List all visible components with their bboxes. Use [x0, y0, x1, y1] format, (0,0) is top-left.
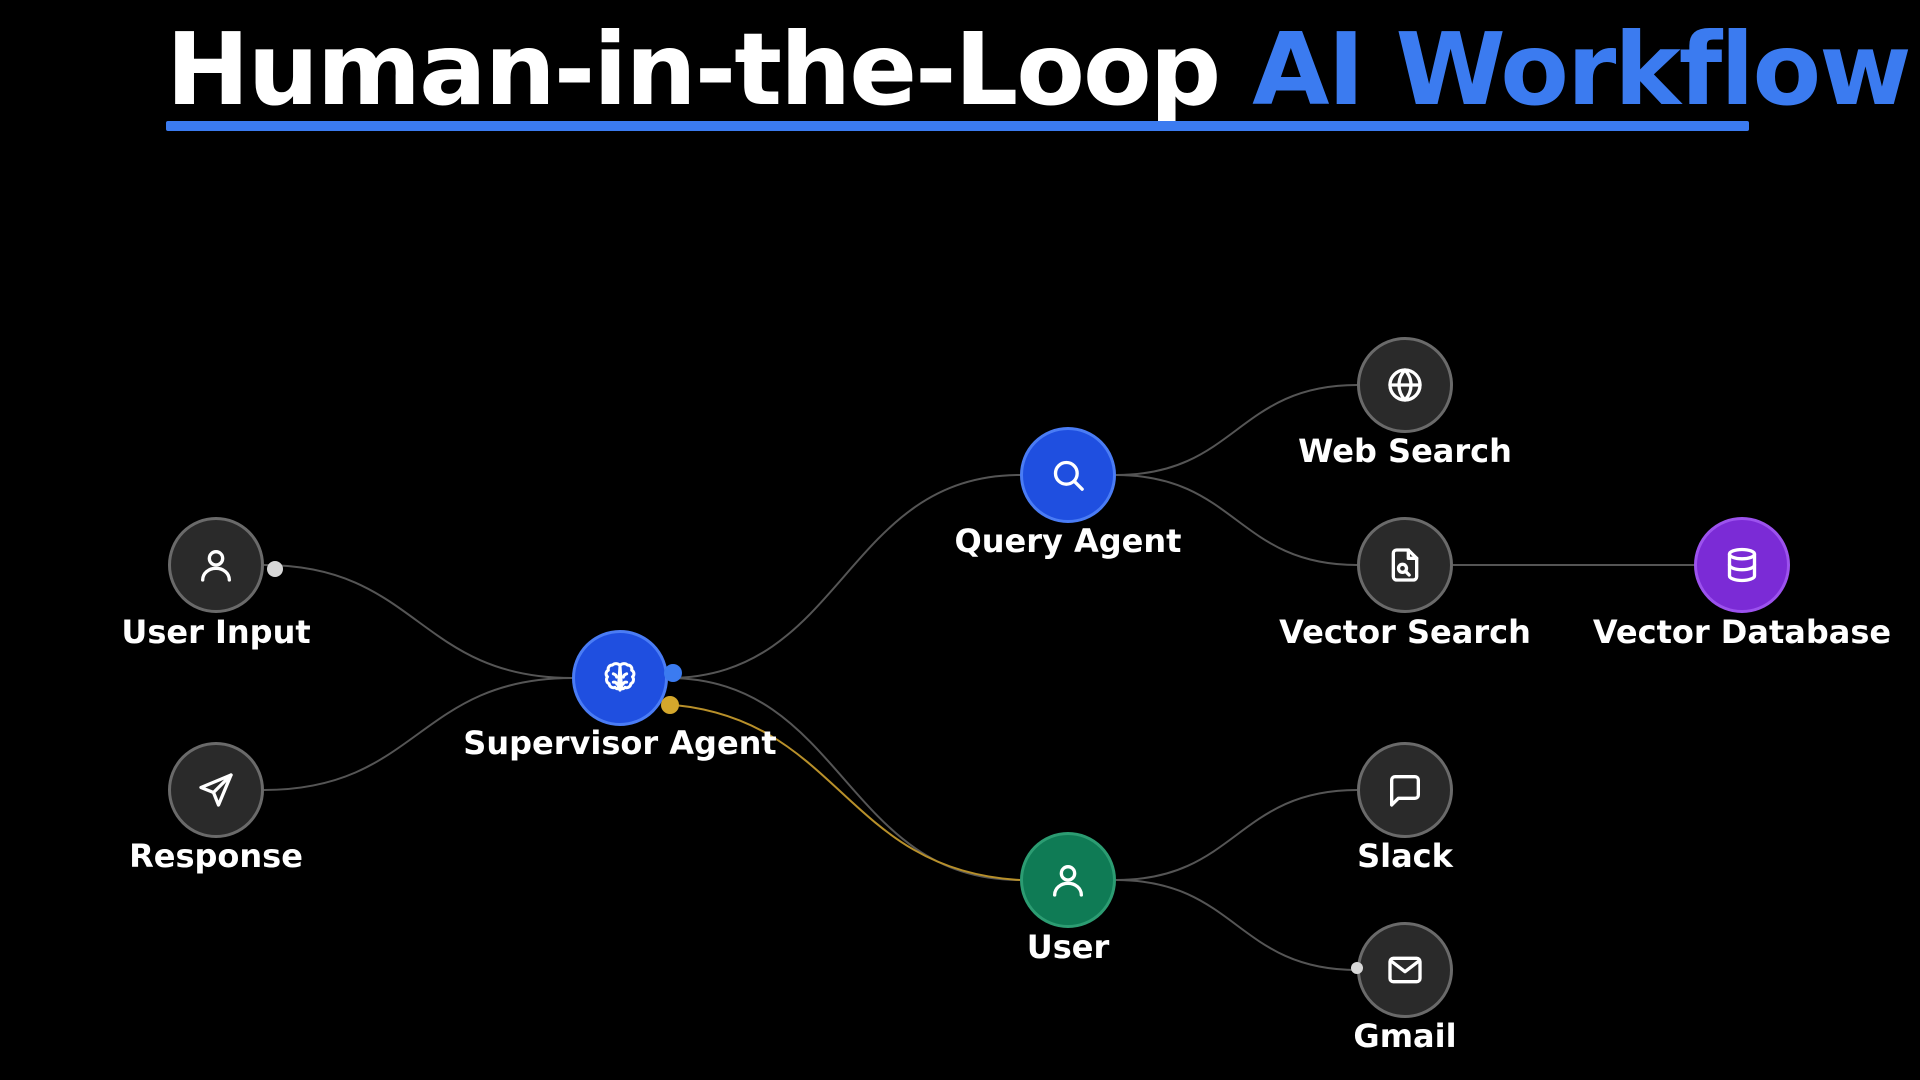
- node-user-input[interactable]: [168, 517, 264, 613]
- node-web-search[interactable]: [1357, 337, 1453, 433]
- node-label-web-search: Web Search: [1298, 432, 1512, 470]
- database-icon: [1727, 547, 1757, 583]
- page-title: Human-in-the-Loop AI Workflow: [166, 10, 1912, 130]
- mail-icon: [1388, 956, 1422, 984]
- node-user[interactable]: [1020, 832, 1116, 928]
- title-underline: [166, 121, 1749, 131]
- message-square-icon: [1390, 775, 1420, 807]
- node-label-slack: Slack: [1357, 837, 1453, 875]
- edge-query-web-search: [1115, 384, 1358, 476]
- node-label-response: Response: [129, 837, 303, 875]
- file-search-icon: [1391, 548, 1419, 582]
- user-icon: [1053, 865, 1083, 897]
- node-vector-database[interactable]: [1694, 517, 1790, 613]
- send-icon: [199, 773, 233, 807]
- user-icon: [201, 550, 231, 582]
- edge-supervisor-user-human: [661, 703, 1021, 881]
- edge-user-input-supervisor: [263, 564, 573, 679]
- node-label-supervisor-agent: Supervisor Agent: [463, 724, 777, 762]
- node-label-gmail: Gmail: [1353, 1017, 1457, 1055]
- edge-user-slack: [1115, 789, 1358, 881]
- edge-supervisor-query: [667, 474, 1021, 679]
- node-slack[interactable]: [1357, 742, 1453, 838]
- node-response[interactable]: [168, 742, 264, 838]
- edge-query-vector-search: [1115, 474, 1358, 566]
- search-icon: [1053, 460, 1084, 491]
- node-query-agent[interactable]: [1020, 427, 1116, 523]
- title-main: Human-in-the-Loop: [166, 11, 1221, 128]
- globe-icon: [1388, 368, 1422, 402]
- title-accent: AI Workflow: [1252, 11, 1912, 128]
- node-label-query-agent: Query Agent: [954, 522, 1182, 560]
- node-label-user: User: [1026, 928, 1110, 966]
- supervisor-human-handle[interactable]: [661, 696, 679, 714]
- supervisor-output-handle[interactable]: [664, 664, 682, 682]
- edge-user-gmail: [1115, 879, 1358, 971]
- edge-supervisor-user: [667, 677, 1021, 881]
- user-input-output-handle[interactable]: [267, 561, 283, 577]
- edge-supervisor-response: [263, 677, 573, 791]
- brain-icon: [604, 662, 636, 692]
- node-supervisor-agent[interactable]: [572, 630, 668, 726]
- node-label-user-input: User Input: [121, 613, 311, 651]
- node-label-vector-database: Vector Database: [1592, 613, 1892, 651]
- node-label-vector-search: Vector Search: [1279, 613, 1531, 651]
- node-vector-search[interactable]: [1357, 517, 1453, 613]
- node-gmail[interactable]: [1357, 922, 1453, 1018]
- gmail-input-handle[interactable]: [1351, 962, 1363, 974]
